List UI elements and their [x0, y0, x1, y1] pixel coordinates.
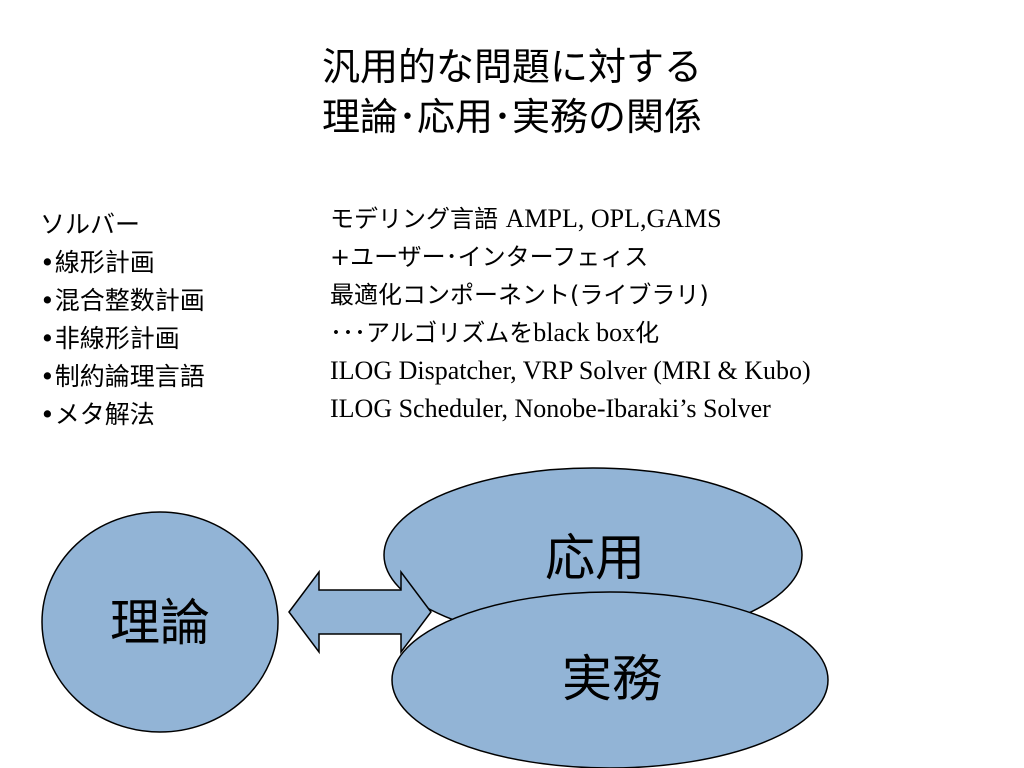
practice-label: 実務 — [562, 650, 662, 708]
double-arrow — [288, 569, 432, 655]
solver-item-nonlinear: •非線形計画 — [40, 324, 180, 353]
blackbox-prefix: ･･･アルゴリズムを — [330, 319, 534, 347]
theory-ellipse — [41, 511, 279, 733]
modeling-language-names: AMPL, OPL,GAMS — [505, 204, 722, 233]
solver-item-meta: •メタ解法 — [40, 400, 155, 429]
tool-line-blackbox: ･･･アルゴリズムをblack box化 — [330, 314, 811, 352]
theory-label: 理論 — [110, 594, 210, 652]
application-label: 応用 — [545, 529, 645, 587]
slide-title: 汎用的な問題に対する 理論･応用･実務の関係 — [0, 42, 1024, 142]
tool-line-dispatcher: ILOG Dispatcher, VRP Solver (MRI & Kubo) — [330, 356, 811, 385]
solver-list: ソルバー •線形計画 •混合整数計画 •非線形計画 •制約論理言語 •メタ解法 — [40, 206, 205, 434]
tool-line-modeling: モデリング言語 AMPL, OPL,GAMS — [330, 200, 811, 238]
modeling-language-label: モデリング言語 — [330, 205, 506, 233]
blackbox-suffix: 化 — [635, 319, 660, 347]
solver-item-mip: •混合整数計画 — [40, 286, 205, 315]
tool-line-components: 最適化コンポーネント(ライブラリ) — [330, 281, 709, 309]
solver-item-clp: •制約論理言語 — [40, 362, 205, 391]
tool-line-scheduler: ILOG Scheduler, Nonobe-Ibaraki’s Solver — [330, 394, 771, 423]
solver-heading: ソルバー — [40, 210, 141, 239]
title-line-1: 汎用的な問題に対する — [321, 45, 702, 89]
tool-line-ui: +ユーザー･インターフェィス — [330, 243, 649, 271]
practice-ellipse — [391, 591, 829, 768]
tool-list: モデリング言語 AMPL, OPL,GAMS +ユーザー･インターフェィス 最適… — [330, 200, 811, 428]
solver-item-linear: •線形計画 — [40, 248, 155, 277]
blackbox-term: black box — [533, 318, 636, 347]
title-line-2: 理論･応用･実務の関係 — [321, 95, 702, 139]
